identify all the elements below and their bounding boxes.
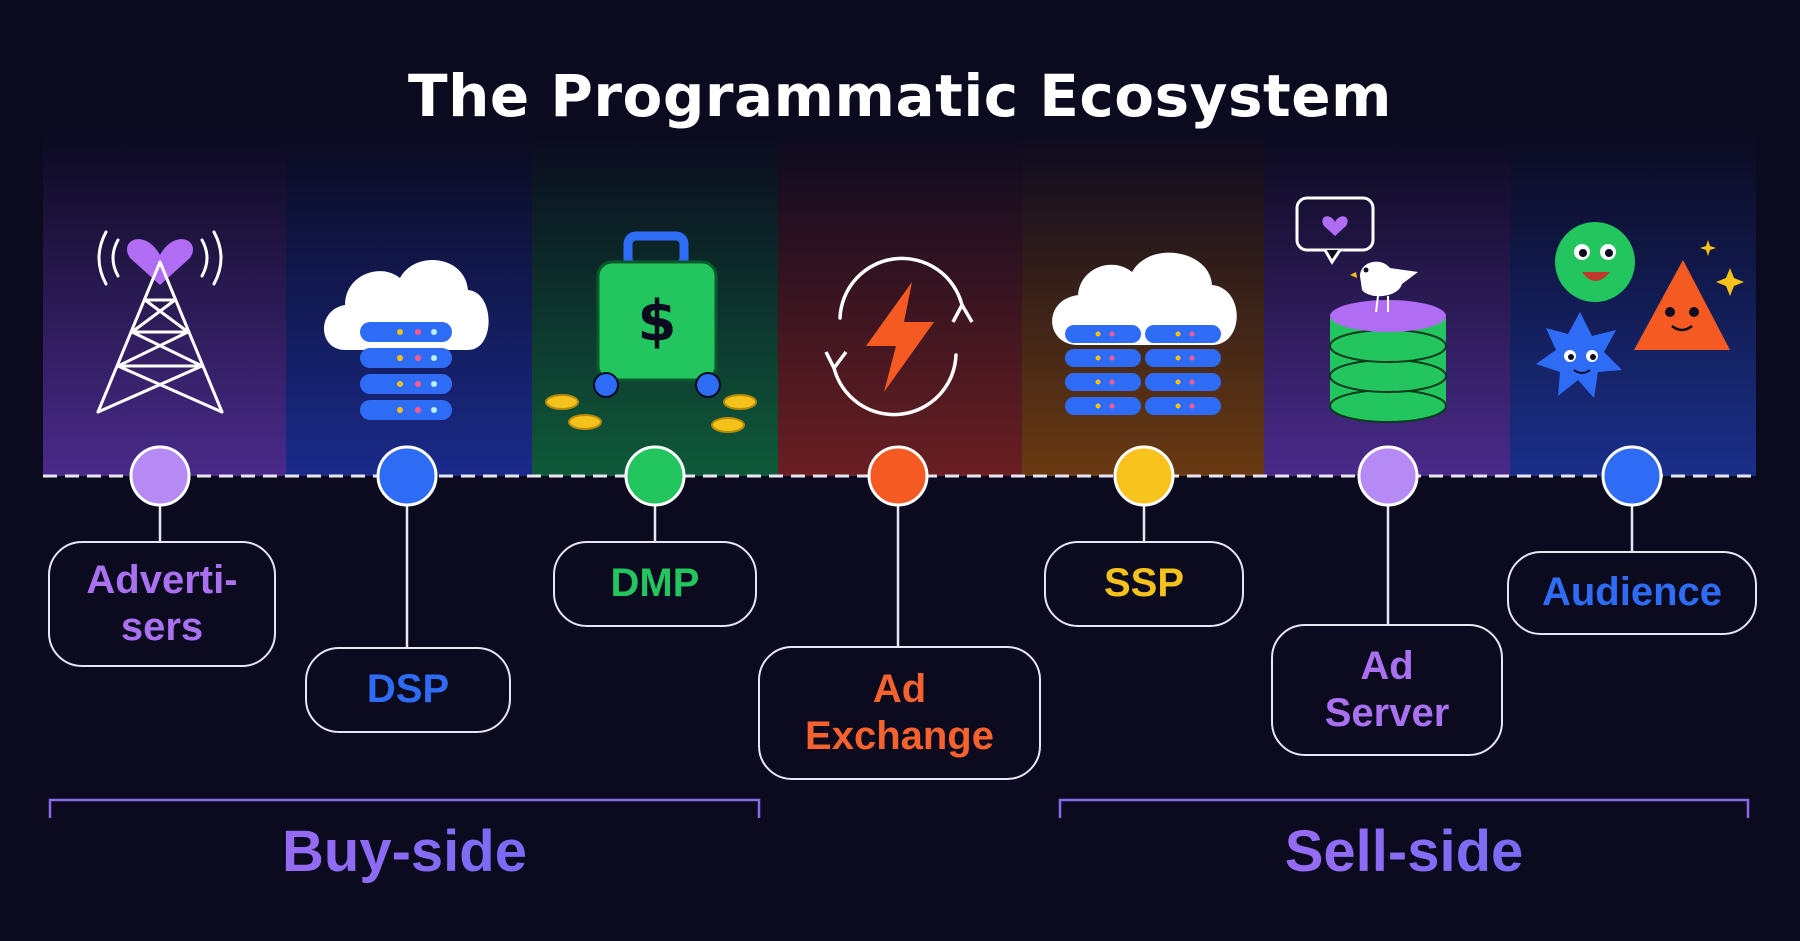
node-label-dsp: DSP — [305, 647, 511, 733]
node-dot-advertisers — [129, 445, 191, 507]
node-label-text: Audience — [1541, 570, 1723, 615]
lightning-exchange-icon — [824, 256, 974, 417]
node-dot-dsp — [376, 445, 438, 507]
sell-side-label: Sell-side — [1060, 818, 1748, 885]
page-title: The Programmatic Ecosystem — [408, 62, 1392, 130]
broadcast-tower-heart-icon — [96, 230, 224, 414]
cloud-server-icon — [323, 259, 489, 420]
svg-text:$: $ — [638, 289, 677, 354]
sell-side-bracket — [1058, 798, 1750, 818]
node-label-text: Adverti- sers — [86, 557, 238, 649]
money-suitcase-icon: $ — [545, 231, 757, 433]
node-dots — [129, 445, 1663, 507]
node-label-advertisers: Adverti- sers — [48, 541, 276, 667]
node-label-text: DSP — [366, 667, 450, 712]
node-label-text: Ad Exchange — [805, 666, 994, 758]
node-dot-ad-exchange — [867, 445, 929, 507]
node-label-text: DMP — [610, 561, 700, 606]
node-dot-ssp — [1113, 445, 1175, 507]
buy-side-bracket — [48, 798, 761, 818]
node-label-ad-exchange: Ad Exchange — [758, 646, 1041, 780]
cloud-server-stack-icon — [1052, 252, 1237, 415]
audience-characters-icon — [1536, 222, 1744, 398]
buy-side-label: Buy-side — [50, 818, 759, 885]
node-label-audience: Audience — [1507, 551, 1757, 635]
panel-advertisers — [43, 130, 286, 476]
node-dot-ad-server — [1357, 445, 1419, 507]
node-label-ssp: SSP — [1044, 541, 1244, 627]
node-label-dmp: DMP — [553, 541, 757, 627]
node-dot-dmp — [624, 445, 686, 507]
node-dot-audience — [1601, 445, 1663, 507]
bird-database-icon — [1295, 196, 1447, 423]
node-label-ad-server: Ad Server — [1271, 624, 1503, 756]
node-label-text: SSP — [1103, 561, 1185, 606]
panel-audience — [1510, 130, 1756, 476]
node-label-text: Ad Server — [1324, 643, 1450, 735]
